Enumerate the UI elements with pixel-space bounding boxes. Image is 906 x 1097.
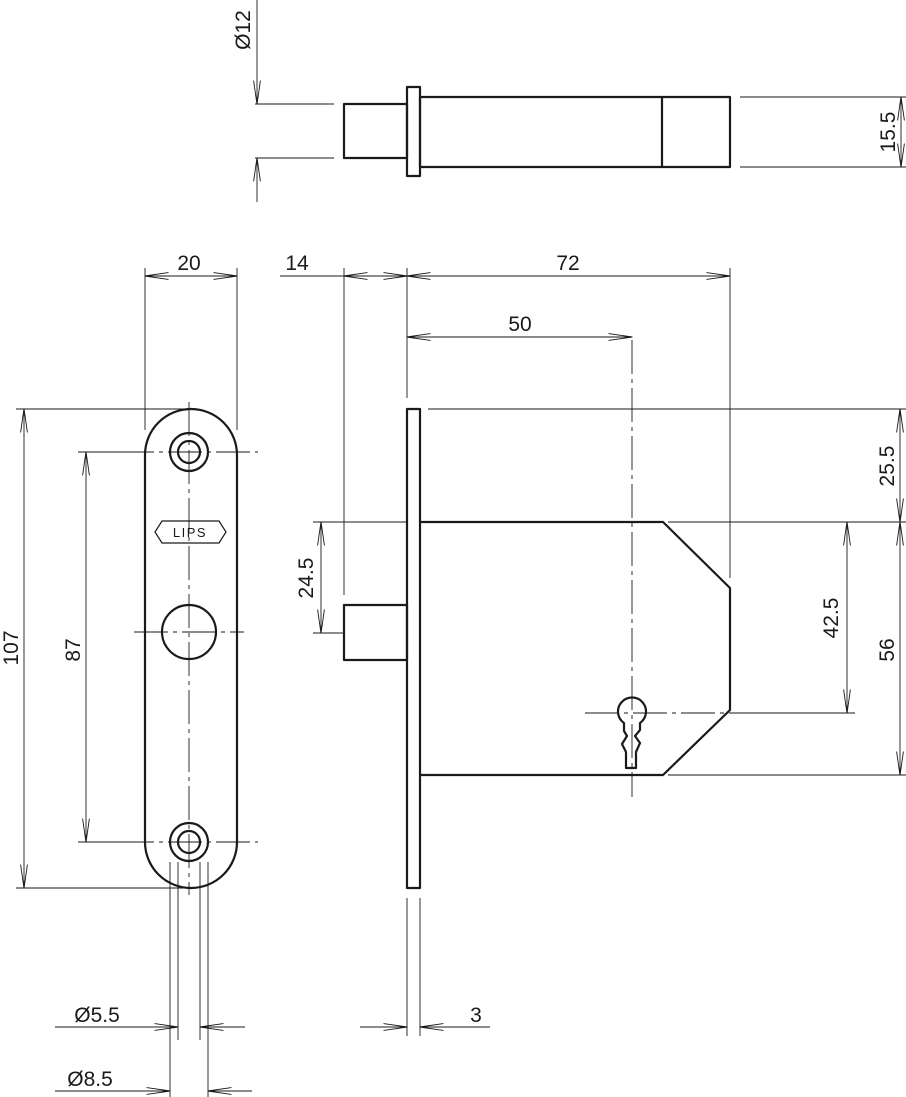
dim-top-offset: 25.5 — [428, 409, 906, 522]
dim-bolt-height-label: 15.5 — [877, 112, 900, 153]
dim-hole-spacing-label: 87 — [62, 638, 85, 661]
dim-countersink-diameter-label: Ø8.5 — [67, 1068, 113, 1091]
dim-case-height: 56 — [668, 522, 906, 775]
dim-case-height-label: 56 — [876, 638, 899, 661]
dim-bolt-height: 15.5 — [740, 97, 906, 167]
lips-logo: LIPS — [154, 520, 227, 544]
dim-key-center: 42.5 — [730, 522, 855, 713]
lips-logo-text: LIPS — [173, 525, 207, 540]
bolt-flange — [405, 85, 422, 178]
dim-bolt-diameter: Ø12 — [232, 0, 334, 202]
dim-plate-width: 20 — [145, 252, 237, 430]
dim-bolt-offset: 24.5 — [295, 522, 407, 633]
dim-bolt-offset-label: 24.5 — [295, 558, 318, 599]
dim-hole-diameters: Ø5.5 Ø8.5 — [55, 862, 252, 1097]
dim-total-depth-label: 72 — [556, 252, 579, 275]
lock-case — [420, 520, 732, 777]
dim-key-center-label: 42.5 — [820, 598, 843, 639]
lock-side-view — [342, 340, 732, 890]
dim-bolt-diameter-label: Ø12 — [232, 10, 255, 50]
side-faceplate — [405, 407, 422, 890]
bolt-body — [418, 95, 732, 169]
side-bolt — [342, 603, 409, 662]
dim-hole-spacing: 87 — [62, 452, 120, 842]
dim-backset: 50 — [407, 313, 632, 337]
dim-hole-diameter-label: Ø5.5 — [74, 1004, 120, 1027]
dim-plate-thickness-label: 3 — [470, 1004, 482, 1027]
dim-plate-length: 107 — [0, 409, 189, 888]
keyhole-icon — [616, 696, 648, 770]
dim-bolt-throw-and-depth: 14 72 — [280, 252, 730, 595]
dim-plate-width-label: 20 — [177, 252, 200, 275]
bolt-top-view — [342, 85, 732, 178]
dim-plate-thickness: 3 — [360, 898, 490, 1036]
dim-bolt-throw-label: 14 — [285, 252, 309, 275]
dim-backset-label: 50 — [508, 313, 531, 336]
faceplate-front-view: LIPS — [120, 402, 258, 895]
bolt-tip — [342, 102, 409, 160]
faceplate-outline — [143, 407, 239, 890]
dim-top-offset-label: 25.5 — [876, 446, 899, 487]
dim-plate-length-label: 107 — [0, 630, 23, 665]
